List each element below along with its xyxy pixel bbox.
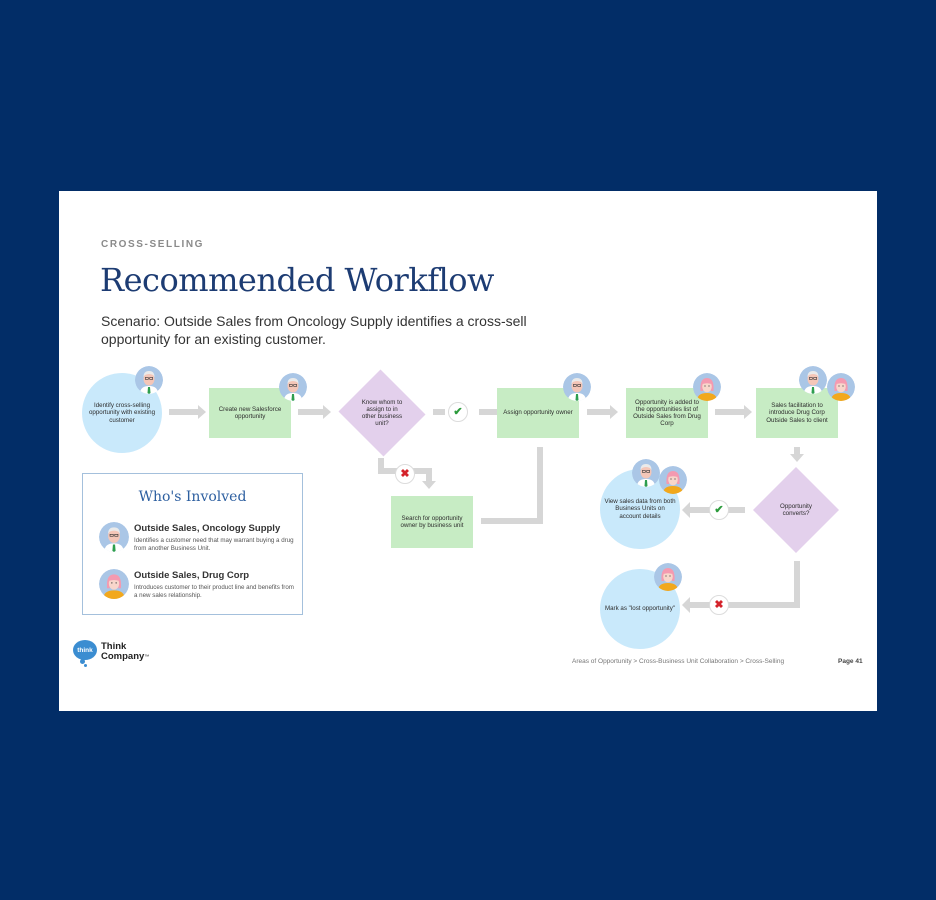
logo-line-2-text: Company — [101, 651, 145, 662]
avatar-drug-corp-icon — [693, 373, 721, 401]
logo-line-1: Think — [101, 641, 127, 652]
think-company-logo-icon: think — [73, 640, 97, 660]
page-number: Page 41 — [838, 658, 863, 665]
node-search-owner: Search for opportunity owner by business… — [391, 496, 473, 548]
decision-opportunity-converts: Opportunity converts? — [753, 467, 839, 553]
logo-line-2: Company™ — [101, 652, 149, 662]
avatar-oncology-supply-icon — [279, 373, 307, 401]
logo-trademark: ™ — [144, 654, 150, 660]
node-create-opportunity: Create new Salesforce opportunity — [209, 388, 291, 438]
avatar-drug-corp-icon — [827, 373, 855, 401]
avatar-drug-corp-icon — [659, 466, 687, 494]
avatar-oncology-supply-icon — [563, 373, 591, 401]
legend-role-desc: Introduces customer to their product lin… — [134, 584, 294, 599]
avatar-oncology-supply-icon — [632, 459, 660, 487]
avatar-oncology-supply-icon — [799, 366, 827, 394]
avatar-drug-corp-icon — [99, 569, 129, 599]
logo-dot — [80, 659, 85, 664]
avatar-oncology-supply-icon — [99, 522, 129, 552]
decision-converts-label: Opportunity converts? — [780, 502, 812, 517]
legend-role-desc: Identifies a customer need that may warr… — [134, 537, 294, 552]
workflow-connectors — [169, 405, 804, 613]
logo-dot — [84, 664, 87, 667]
node-sales-facilitation: Sales facilitation to introduce Drug Cor… — [756, 388, 838, 438]
page-title: Recommended Workflow — [100, 261, 494, 299]
avatar-oncology-supply-icon — [135, 366, 163, 394]
legend-role-name: Outside Sales, Drug Corp — [134, 570, 250, 581]
legend-title: Who's Involved — [138, 489, 247, 505]
scenario-text: Scenario: Outside Sales from Oncology Su… — [101, 313, 527, 347]
x-icon: ✖ — [709, 595, 729, 615]
logo-wordmark: Think Company™ — [101, 642, 149, 662]
avatar-drug-corp-icon — [654, 563, 682, 591]
slide: CROSS-SELLING Recommended Workflow Scena… — [59, 191, 877, 711]
decision-know-whom-label: Know whom to assign to in other business… — [361, 398, 403, 428]
breadcrumb: Areas of Opportunity > Cross-Business Un… — [572, 658, 785, 665]
decision-know-whom: Know whom to assign to in other business… — [337, 369, 427, 457]
x-icon: ✖ — [395, 464, 415, 484]
check-icon: ✔ — [709, 500, 729, 520]
check-icon: ✔ — [448, 402, 468, 422]
node-added-to-list: Opportunity is added to the opportunitie… — [626, 388, 708, 438]
section-eyebrow: CROSS-SELLING — [101, 239, 205, 250]
legend-role-name: Outside Sales, Oncology Supply — [134, 523, 281, 534]
node-assign-owner: Assign opportunity owner — [497, 388, 579, 438]
whos-involved-legend: Who's Involved Outside Sales, Oncology S… — [82, 473, 303, 615]
